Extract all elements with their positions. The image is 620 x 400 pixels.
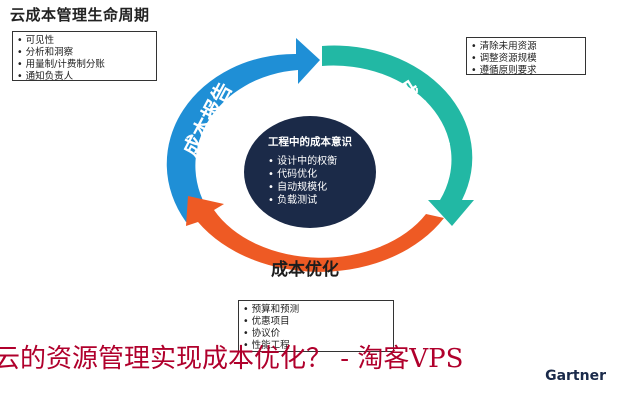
list-item: 性能工程 [243, 340, 387, 352]
cost-optimize-label: 成本优化 [271, 260, 339, 280]
optimize-arc [186, 196, 444, 272]
repair-arc [322, 45, 474, 227]
list-item: 负载测试 [268, 194, 374, 207]
list-item: 通知负责人 [17, 71, 150, 83]
cost-repair-notes: 清除未用资源 调整资源规模 遵循原则要求 [466, 37, 586, 77]
list-item: 分析和洞察 [17, 47, 150, 59]
list-item: 设计中的权衡 [268, 155, 374, 168]
center-panel: 工程中的成本意识 设计中的权衡 代码优化 自动规模化 负载测试 [246, 118, 374, 228]
list-item: 清除未用资源 [471, 41, 579, 53]
center-title: 工程中的成本意识 [268, 136, 352, 148]
list-item: 代码优化 [268, 168, 374, 181]
list-item: 用量制/计费制分账 [17, 59, 150, 71]
list-item: 自动规模化 [268, 181, 374, 194]
cost-report-notes: 可见性 分析和洞察 用量制/计费制分账 通知负责人 [12, 31, 157, 83]
list-item: 可见性 [17, 35, 150, 47]
page-title: 云成本管理生命周期 [10, 6, 150, 24]
list-item: 优惠项目 [243, 316, 387, 328]
cost-optimize-notes: 预算和预测 优惠项目 协议价 性能工程 [238, 300, 394, 352]
list-item: 调整资源规模 [471, 53, 579, 65]
list-item: 预算和预测 [243, 304, 387, 316]
brand-logo: Gartner [545, 368, 606, 384]
list-item: 遵循原则要求 [471, 65, 579, 77]
list-item: 协议价 [243, 328, 387, 340]
report-arc [166, 38, 320, 222]
watermark-text: 云的资源管理实现成本优化？ - 淘客VPS [0, 344, 464, 374]
